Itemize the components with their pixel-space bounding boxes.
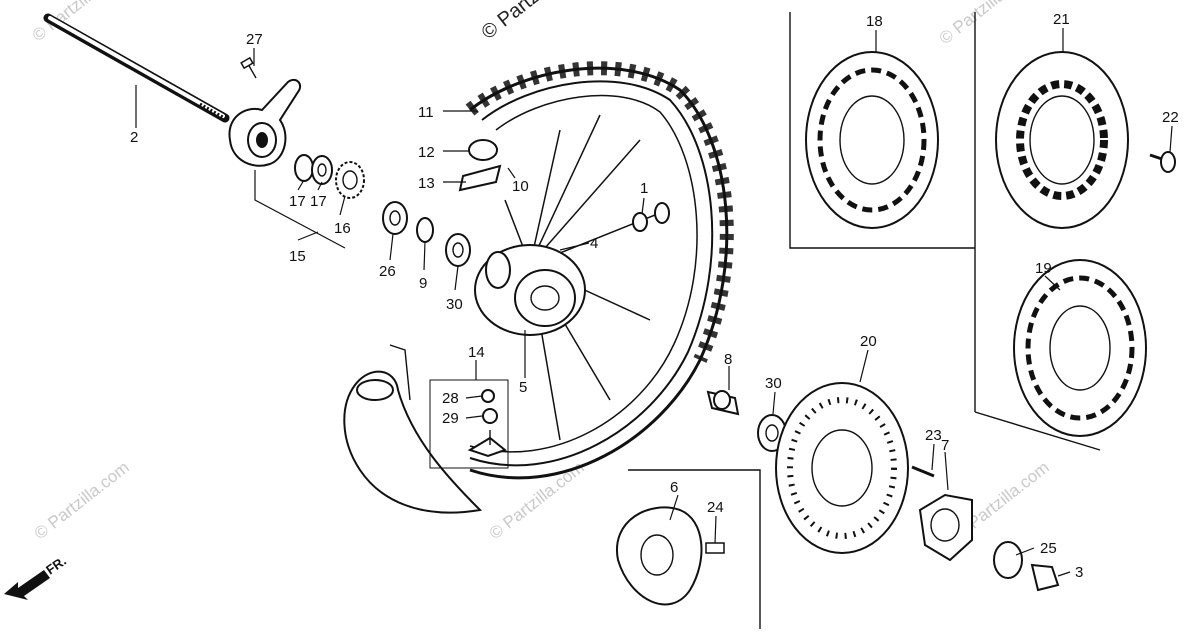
watermark: © Partzilla.com xyxy=(31,458,133,544)
fr-label: FR. xyxy=(43,553,69,577)
callout-label: 1 xyxy=(640,180,648,197)
alternate-disk-frames xyxy=(789,12,1101,451)
callout-label: 22 xyxy=(1162,109,1179,126)
hub-cover-parts xyxy=(615,469,761,629)
callout-label: 30 xyxy=(446,296,463,313)
callout-label: 30 xyxy=(765,375,782,392)
callout-label: 7 xyxy=(941,437,949,454)
callout-label: 28 xyxy=(442,390,459,407)
leader-lines xyxy=(135,28,1173,577)
watermark-top: © Partzilla xyxy=(478,0,564,44)
brake-disk-20 xyxy=(775,382,909,554)
callout-label: 21 xyxy=(1053,11,1070,28)
front-direction-arrow: FR. xyxy=(4,553,69,600)
spoke-parts xyxy=(632,202,670,232)
callout-labels: 2 27 17 17 16 15 26 9 30 11 12 13 10 4 5… xyxy=(130,11,1179,581)
callout-label: 19 xyxy=(1035,260,1052,277)
callout-label: 5 xyxy=(519,379,527,396)
speedometer-gear-parts xyxy=(294,154,365,199)
callout-label: 15 xyxy=(289,248,306,265)
callout-label: 24 xyxy=(707,499,724,516)
speedometer-gearbox-part xyxy=(228,56,302,167)
front-wheel xyxy=(458,61,734,480)
callout-label: 10 xyxy=(512,178,529,195)
brake-disk-21 xyxy=(995,51,1129,229)
rim-strip-part xyxy=(343,344,483,514)
callout-label: 8 xyxy=(724,351,732,368)
callout-label: 12 xyxy=(418,144,435,161)
callout-label: 2 xyxy=(130,129,138,146)
axle-part xyxy=(43,13,230,123)
left-side-parts xyxy=(382,201,471,267)
callout-label: 6 xyxy=(670,479,678,496)
callout-label: 3 xyxy=(1075,564,1083,581)
brake-disk-18 xyxy=(805,51,939,229)
callout-label: 29 xyxy=(442,410,459,427)
callout-label: 4 xyxy=(590,235,598,252)
callout-label: 11 xyxy=(418,104,434,121)
callout-label: 17 xyxy=(310,193,327,210)
callout-label: 26 xyxy=(379,263,396,280)
callout-label: 23 xyxy=(925,427,942,444)
callout-label: 9 xyxy=(419,275,427,292)
callout-label: 17 xyxy=(289,193,306,210)
watermark: © Partzilla.com xyxy=(936,0,1038,48)
brake-disk-19 xyxy=(1013,259,1147,437)
callout-label: 25 xyxy=(1040,540,1057,557)
callout-label: 20 xyxy=(860,333,877,350)
hub-flange-parts xyxy=(911,465,1060,592)
callout-label: 16 xyxy=(334,220,351,237)
callout-label: 27 xyxy=(246,31,263,48)
callout-label: 13 xyxy=(418,175,435,192)
callout-label: 18 xyxy=(866,13,883,30)
valve-parts xyxy=(429,379,509,469)
callout-label: 14 xyxy=(468,344,485,361)
disk-bolt-22 xyxy=(1149,151,1176,173)
